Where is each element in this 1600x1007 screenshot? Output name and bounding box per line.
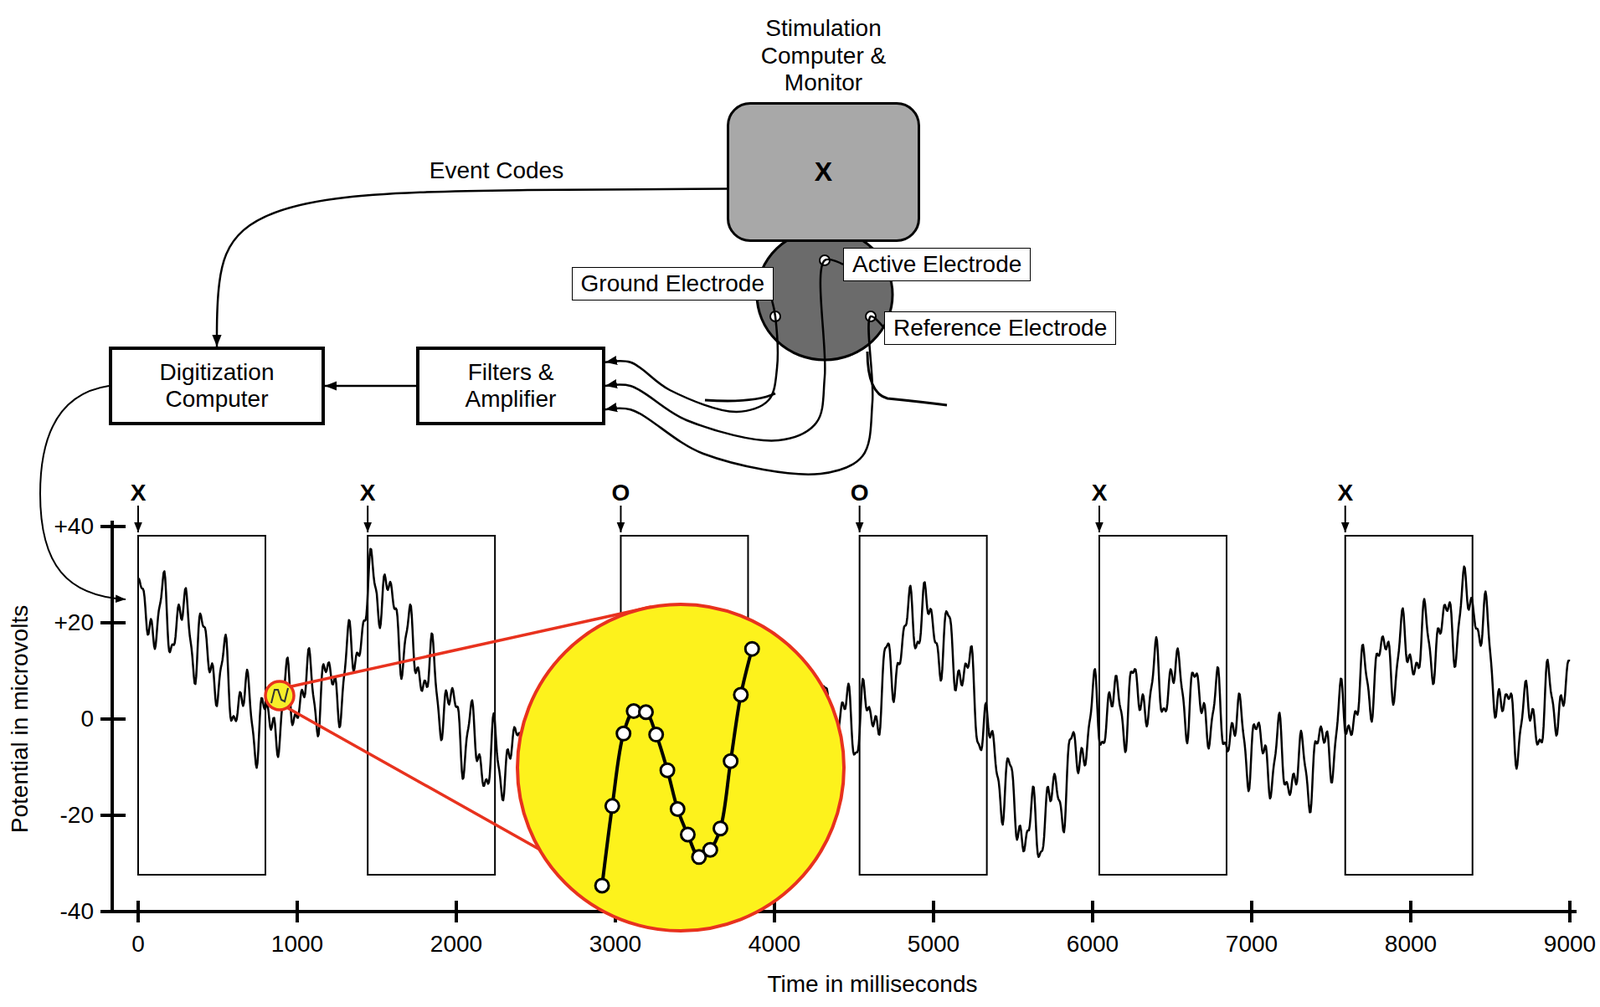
axis-tick-label: -40	[60, 899, 94, 926]
zoom-callout	[265, 604, 844, 932]
epoch-window	[1345, 535, 1473, 875]
axis-tick-label: 0	[80, 706, 94, 733]
sample-points	[595, 642, 759, 893]
signal-arrow	[324, 385, 417, 388]
electrode-wire	[605, 316, 885, 475]
event-code: X	[1337, 480, 1354, 507]
x-tick	[931, 900, 936, 923]
event-code: X	[130, 480, 147, 507]
event-arrow	[859, 505, 861, 533]
y-tick	[100, 717, 126, 721]
axis-tick-label: 0	[131, 931, 145, 958]
x-tick	[1090, 900, 1095, 923]
eeg-trace	[138, 549, 1570, 858]
sample-point	[703, 843, 717, 857]
event-code: X	[360, 480, 376, 507]
sample-trace	[601, 648, 752, 886]
x-tick	[136, 900, 140, 923]
event-arrow	[619, 505, 622, 533]
node-text: Digitization Computer	[120, 359, 314, 413]
x-tick	[1409, 900, 1413, 923]
process-box: Digitization Computer	[108, 346, 325, 426]
axis-tick-label: 4000	[748, 931, 801, 958]
y-tick	[100, 813, 126, 818]
zoom-spot	[265, 681, 294, 710]
axis-tick-label: 3000	[589, 931, 642, 958]
axis-title: Time in milliseconds	[766, 972, 978, 999]
sample-point	[734, 688, 748, 702]
node-title: Stimulation Computer & Monitor	[740, 15, 908, 97]
x-tick	[454, 900, 458, 923]
axis-tick-label: 6000	[1066, 931, 1119, 958]
electrode-label: Active Electrode	[843, 247, 1031, 282]
y-tick	[100, 910, 126, 914]
x-tick	[295, 900, 299, 923]
electrode-label: Reference Electrode	[884, 311, 1117, 345]
event-arrow	[366, 505, 369, 533]
axis-tick-label: +40	[54, 514, 95, 541]
axis-tick-label: -20	[60, 802, 94, 829]
sample-point	[649, 728, 664, 742]
node-text: X	[814, 156, 833, 188]
event-code: O	[612, 480, 631, 507]
mini-trace	[271, 688, 289, 704]
node-text: Ground Electrode	[581, 269, 765, 299]
event-arrow	[1098, 505, 1101, 533]
epoch-window	[1099, 535, 1227, 875]
event-arrows	[138, 505, 1346, 533]
axis-tick-label: 8000	[1384, 931, 1437, 958]
axis-line	[112, 520, 1577, 912]
sample-point	[680, 828, 695, 842]
process-box: Filters & Amplifier	[416, 346, 606, 426]
y-tick	[100, 524, 126, 529]
epoch-window	[138, 535, 266, 875]
y-tick	[100, 621, 126, 625]
axis-tick-label: 5000	[907, 931, 960, 958]
sample-point	[639, 705, 654, 720]
electrode-wire	[605, 300, 778, 412]
monitor-box: Stimulation Computer & MonitorX	[726, 102, 921, 242]
node-text: Active Electrode	[852, 250, 1022, 279]
event-code: X	[1091, 480, 1108, 507]
event-arrow	[137, 505, 139, 533]
shoulder-line	[704, 393, 776, 402]
axis-tick-label: 9000	[1543, 931, 1596, 958]
axis-tick-label: +20	[54, 610, 95, 637]
sample-point	[713, 822, 727, 836]
x-tick	[1250, 900, 1254, 923]
event-code: O	[850, 480, 870, 507]
zoom-circle	[517, 604, 844, 932]
sample-point	[670, 802, 685, 817]
axis-tick-label: 1000	[271, 931, 324, 958]
sample-point	[724, 754, 738, 768]
sample-point	[660, 763, 674, 777]
electrode-label: Ground Electrode	[571, 267, 774, 301]
sample-point	[595, 879, 609, 893]
sample-point	[617, 726, 631, 741]
sample-point	[605, 799, 619, 813]
node-text: Filters & Amplifier	[427, 359, 594, 413]
event-arrow	[1344, 505, 1347, 533]
x-tick	[1568, 900, 1572, 923]
axis-tick-label: 2000	[430, 931, 483, 958]
axis-title: Potential in microvolts	[7, 605, 34, 834]
sample-point	[745, 642, 759, 656]
shoulder-line	[867, 351, 947, 406]
connector-label: Event Codes	[426, 158, 567, 185]
node-text: Reference Electrode	[893, 313, 1107, 343]
axis-tick-label: 7000	[1225, 931, 1278, 958]
